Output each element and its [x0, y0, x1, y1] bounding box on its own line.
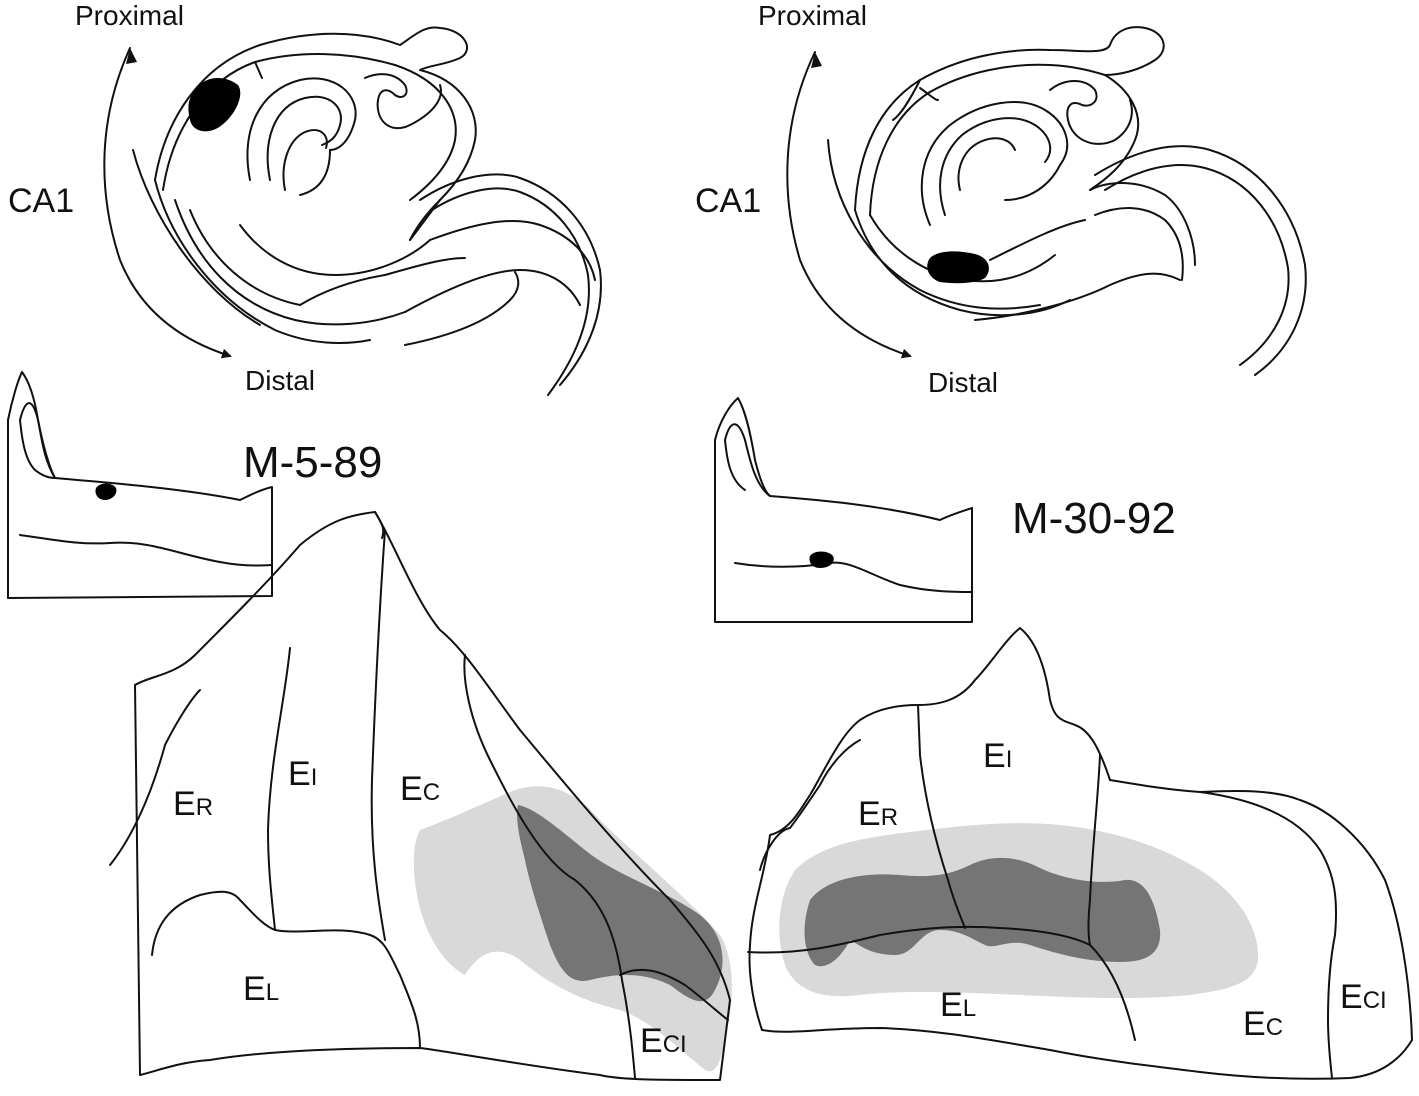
right-inset-section — [714, 397, 973, 623]
left-case-id: M-5-89 — [243, 438, 382, 487]
left-hippocampus-lesion — [188, 78, 241, 132]
left-entorhinal-map: ER EI EC EL ECI — [109, 511, 732, 1081]
left-inset-lesion — [95, 483, 117, 500]
right-ca1-label: CA1 — [695, 182, 761, 220]
right-el-label: EL — [940, 986, 976, 1024]
left-el-label: EL — [243, 970, 279, 1008]
right-proximal-label: Proximal — [758, 0, 867, 31]
left-ec-label: EC — [400, 770, 440, 808]
right-panel: Proximal CA1 Distal M-30-92 ER EI EC — [695, 0, 1413, 1080]
right-label-dark — [804, 857, 1161, 967]
right-hippocampus-section — [827, 26, 1307, 376]
left-inset-section — [7, 371, 273, 599]
right-entorhinal-map: ER EI EC EL ECI — [747, 627, 1413, 1080]
left-hippocampus-section — [132, 26, 602, 396]
left-proximal-label: Proximal — [75, 0, 184, 31]
left-panel: Proximal CA1 Distal M-5-89 ER EI EC — [7, 0, 732, 1081]
right-ei-label: EI — [983, 737, 1012, 775]
right-inset-lesion — [809, 551, 834, 568]
left-er-label: ER — [173, 785, 213, 823]
right-hippocampus-lesion — [927, 251, 989, 284]
left-label-dark — [517, 805, 723, 1002]
left-ca1-label: CA1 — [8, 182, 74, 220]
left-eci-label: ECI — [640, 1022, 687, 1060]
right-er-label: ER — [858, 795, 898, 833]
right-case-id: M-30-92 — [1012, 494, 1176, 543]
right-eci-label: ECI — [1340, 978, 1387, 1016]
right-proximal-distal-arrow — [786, 51, 912, 359]
right-distal-label: Distal — [928, 367, 998, 398]
right-ec-label: EC — [1243, 1005, 1283, 1043]
left-proximal-distal-arrow — [103, 47, 232, 359]
left-distal-label: Distal — [245, 365, 315, 396]
left-ei-label: EI — [288, 755, 317, 793]
left-proximal-arrowhead — [126, 48, 137, 64]
right-proximal-arrowhead — [811, 52, 822, 68]
